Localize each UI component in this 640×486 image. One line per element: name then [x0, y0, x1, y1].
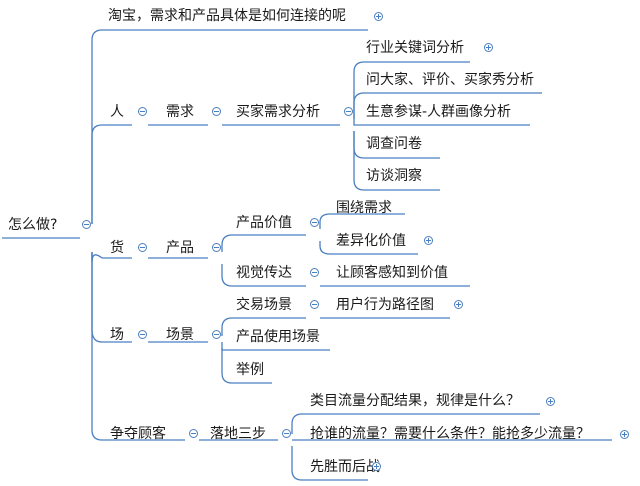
node-changjing: 场景 — [166, 327, 194, 343]
collapse-icon[interactable] — [138, 243, 147, 252]
node-ren: 人 — [110, 104, 124, 120]
node-huo: 货 — [110, 240, 124, 256]
expand-icon[interactable] — [546, 397, 555, 406]
node-leimu: 类目流量分配结果，规律是什么？ — [310, 393, 520, 409]
collapse-icon[interactable] — [212, 107, 221, 116]
expand-icon[interactable] — [454, 300, 463, 309]
node-qiang: 抢谁的流量？需要什么条件？能抢多少流量？ — [310, 426, 590, 442]
node-diaocha: 调查问卷 — [366, 136, 422, 152]
collapse-icon[interactable] — [310, 218, 319, 227]
node-taobao: 淘宝，需求和产品具体是如何连接的呢 — [108, 8, 346, 24]
node-weirao: 围绕需求 — [336, 200, 392, 216]
expand-icon[interactable] — [374, 12, 383, 21]
node-chanpin: 产品 — [166, 240, 194, 256]
expand-icon[interactable] — [620, 430, 629, 439]
node-maijia: 买家需求分析 — [236, 104, 320, 120]
collapse-icon[interactable] — [344, 107, 353, 116]
collapse-icon[interactable] — [189, 429, 198, 438]
node-luodi: 落地三步 — [210, 426, 266, 442]
node-juli: 举例 — [236, 362, 264, 378]
expand-icon[interactable] — [424, 236, 433, 245]
node-chang: 场 — [110, 327, 124, 343]
node-fangtan: 访谈洞察 — [366, 168, 422, 184]
node-hangye: 行业关键词分析 — [366, 40, 464, 56]
node-chayi: 差异化价值 — [336, 233, 406, 249]
collapse-icon[interactable] — [212, 243, 221, 252]
collapse-icon[interactable] — [310, 300, 319, 309]
node-shijue: 视觉传达 — [236, 265, 292, 281]
node-xiansheng: 先胜而后战 — [310, 459, 380, 475]
expand-icon[interactable] — [372, 462, 381, 471]
node-yonghu: 用户行为路径图 — [336, 297, 434, 313]
collapse-icon[interactable] — [282, 429, 291, 438]
node-xuqiu: 需求 — [166, 104, 194, 120]
collapse-icon[interactable] — [82, 220, 91, 229]
node-shengyi: 生意参谋-人群画像分析 — [366, 104, 512, 120]
node-ganzhi: 让顾客感知到价值 — [336, 265, 448, 281]
collapse-icon[interactable] — [212, 330, 221, 339]
node-shiyong: 产品使用场景 — [236, 329, 320, 345]
node-zhengduo: 争夺顾客 — [110, 426, 166, 442]
node-wendajia: 问大家、评价、买家秀分析 — [366, 72, 534, 88]
expand-icon[interactable] — [484, 43, 493, 52]
collapse-icon[interactable] — [138, 107, 147, 116]
collapse-icon[interactable] — [310, 268, 319, 277]
collapse-icon[interactable] — [138, 330, 147, 339]
node-jiaoyi: 交易场景 — [236, 297, 292, 313]
root-node: 怎么做? — [8, 217, 58, 233]
node-jiazhi: 产品价值 — [236, 215, 292, 231]
